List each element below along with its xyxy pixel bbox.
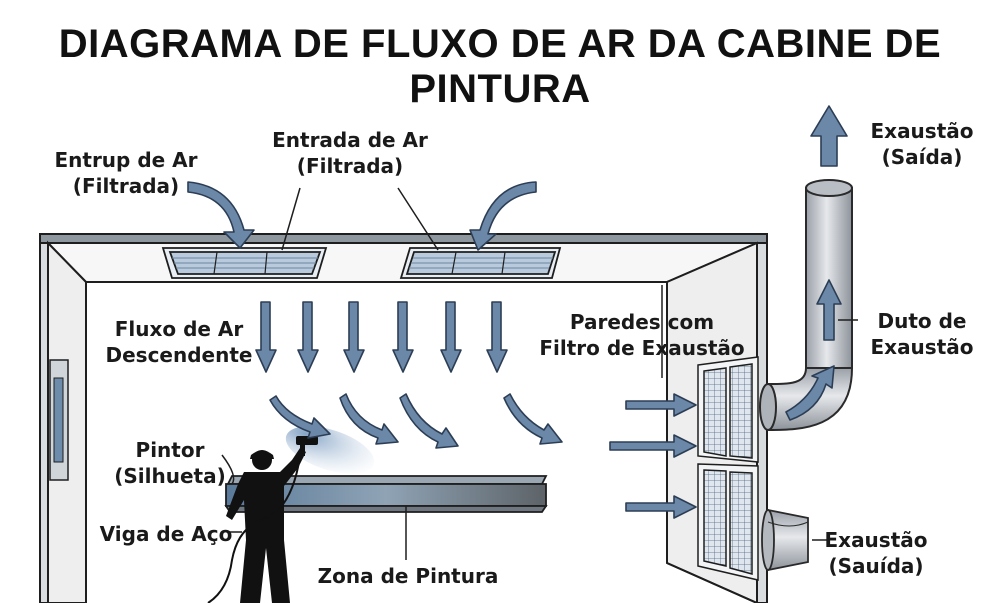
label-intake-left-line2: (Filtrada) bbox=[72, 174, 180, 198]
label-exhaust-bottom-line1: Exaustão bbox=[824, 528, 928, 552]
label-exhaust-top-line2: (Saída) bbox=[881, 145, 963, 169]
label-intake-left-line1: Entrup de Ar bbox=[54, 148, 198, 172]
left-wall-edge bbox=[39, 242, 49, 603]
label-zone-line1: Zona de Pintura bbox=[317, 564, 499, 588]
curve-arrow-1 bbox=[269, 395, 331, 439]
label-painter-line2: (Silhueta) bbox=[114, 464, 226, 488]
spray-hose bbox=[207, 455, 301, 603]
label-intake-center: Entrada de Ar (Filtrada) bbox=[265, 127, 435, 179]
label-exhaust-bottom: Exaustão (Sauída) bbox=[816, 527, 936, 579]
exhaust-out-arrow bbox=[810, 105, 848, 167]
label-downflow-line2: Descendente bbox=[105, 343, 253, 367]
label-downflow-line1: Fluxo de Ar bbox=[114, 317, 244, 341]
label-filter-walls: Paredes com Filtro de Exaustão bbox=[532, 309, 752, 361]
label-filter-walls-line2: Filtro de Exaustão bbox=[539, 336, 745, 360]
down-arrow-6 bbox=[486, 301, 508, 373]
intake-arrow-left bbox=[187, 181, 255, 249]
label-exhaust-bottom-line2: (Sauída) bbox=[828, 554, 924, 578]
down-arrow-2 bbox=[297, 301, 319, 373]
label-intake-center-line2: (Filtrada) bbox=[296, 154, 404, 178]
down-arrow-1 bbox=[255, 301, 277, 373]
curve-arrow-3 bbox=[399, 393, 459, 449]
label-painter: Pintor (Silhueta) bbox=[110, 437, 230, 489]
label-exhaust-top: Exaustão (Saída) bbox=[862, 118, 982, 170]
exhaust-outlet-bottom bbox=[761, 508, 809, 572]
label-duct: Duto de Exaustão bbox=[862, 308, 982, 360]
exhaust-duct bbox=[759, 179, 854, 432]
intake-arrow-right bbox=[469, 181, 537, 251]
label-zone: Zona de Pintura bbox=[316, 563, 500, 589]
label-duct-line2: Exaustão bbox=[870, 335, 974, 359]
diagram-title: DIAGRAMA DE FLUXO DE AR DA CABINE DE PIN… bbox=[58, 22, 942, 111]
airflow-arrows bbox=[187, 105, 848, 519]
right-arrow-3 bbox=[625, 495, 697, 519]
ceiling-vent-left bbox=[161, 247, 328, 279]
right-arrow-1 bbox=[625, 393, 697, 417]
curve-arrow-4 bbox=[503, 393, 563, 445]
duct-up-arrow bbox=[816, 279, 842, 341]
steel-beam bbox=[224, 475, 548, 513]
filter-wall-upper bbox=[697, 356, 759, 463]
label-beam: Viga de Aço bbox=[96, 521, 236, 547]
label-intake-center-line1: Entrada de Ar bbox=[272, 128, 428, 152]
label-intake-left: Entrup de Ar (Filtrada) bbox=[46, 147, 206, 199]
label-filter-walls-line1: Paredes com bbox=[569, 310, 715, 334]
down-arrow-5 bbox=[440, 301, 462, 373]
door-window bbox=[53, 377, 64, 463]
leader-lines bbox=[221, 187, 858, 560]
label-exhaust-top-line1: Exaustão bbox=[870, 119, 974, 143]
curve-arrow-2 bbox=[339, 393, 399, 445]
label-downflow: Fluxo de Ar Descendente bbox=[104, 316, 254, 368]
duct-elbow-arrow bbox=[785, 365, 835, 421]
down-arrow-3 bbox=[343, 301, 365, 373]
ceiling-beam bbox=[39, 233, 768, 244]
right-arrow-2 bbox=[609, 434, 697, 458]
down-arrow-4 bbox=[392, 301, 414, 373]
painter-silhouette bbox=[226, 436, 318, 603]
label-painter-line1: Pintor bbox=[135, 438, 205, 462]
label-duct-line1: Duto de bbox=[877, 309, 967, 333]
ceiling-vent-right bbox=[399, 247, 562, 279]
label-beam-line1: Viga de Aço bbox=[99, 522, 233, 546]
booth-room bbox=[39, 233, 768, 603]
filter-wall-lower bbox=[697, 463, 759, 581]
